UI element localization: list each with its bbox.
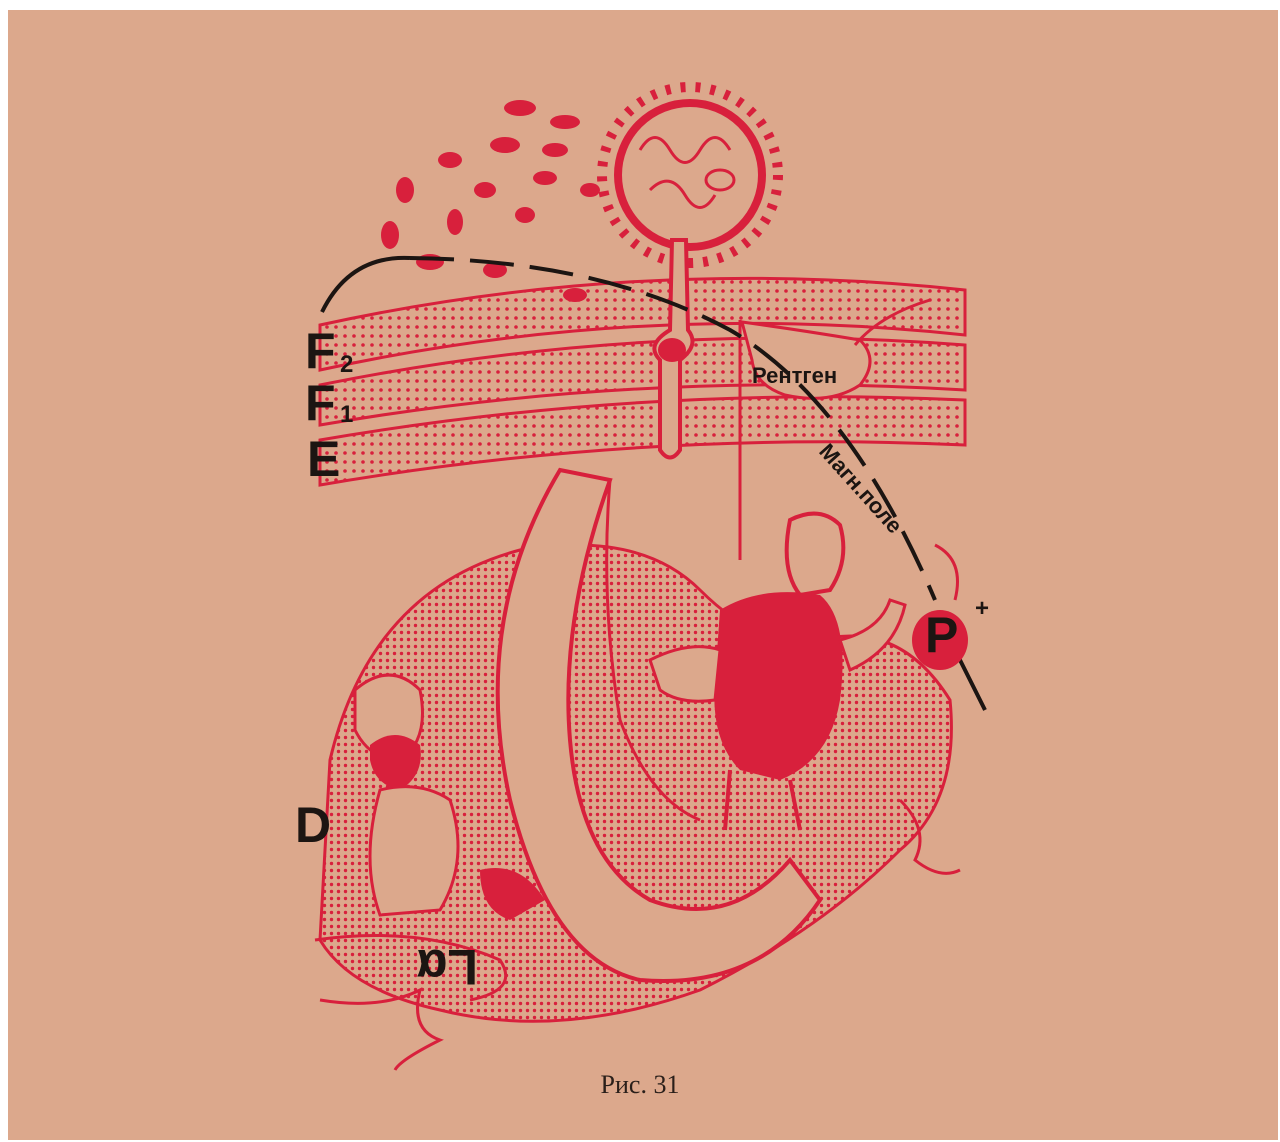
label-p: P (925, 607, 958, 663)
label-lyman-alpha: Lα (416, 939, 478, 995)
sun-icon (602, 87, 778, 263)
label-f1-sub: 1 (340, 401, 353, 428)
label-e: E (307, 431, 340, 487)
label-f1: F (305, 375, 336, 431)
xray-label: Рентген (752, 363, 837, 388)
label-f2-sub: 2 (340, 351, 353, 378)
label-d: D (295, 797, 331, 853)
label-p-plus: + (975, 595, 989, 622)
figure-caption: Рис. 31 (0, 1070, 1280, 1100)
label-f2: F (305, 323, 336, 379)
